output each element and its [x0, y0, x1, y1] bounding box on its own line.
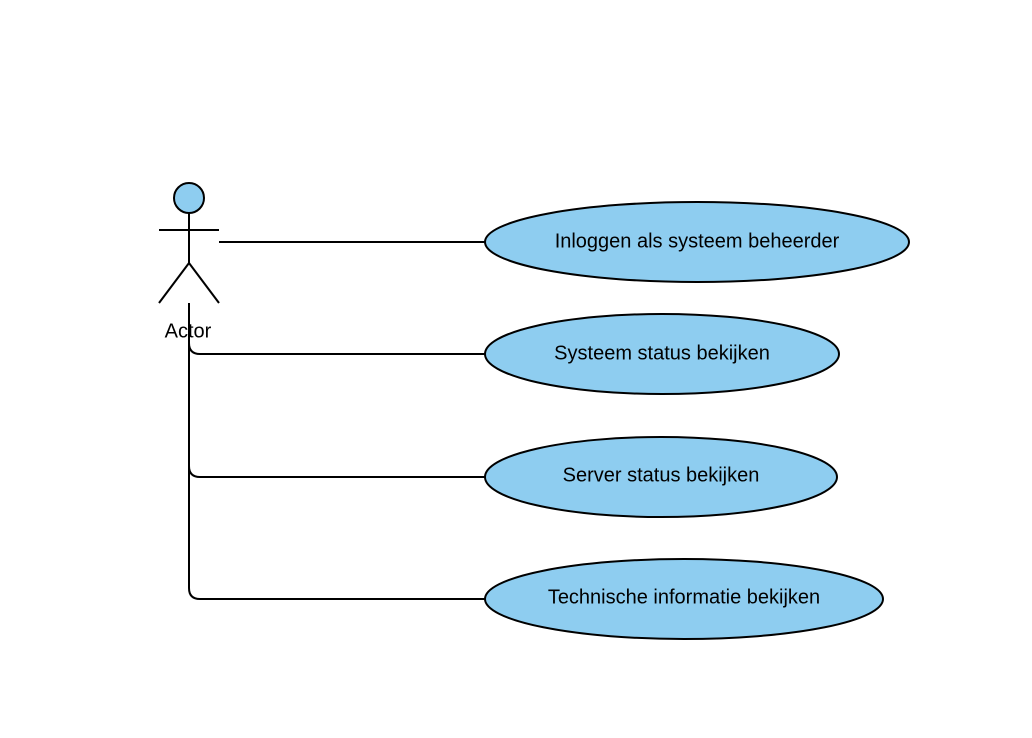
use-case-label-server-status: Server status bekijken [562, 464, 760, 487]
connector-server-status [188, 303, 486, 478]
use-cases [484, 201, 910, 640]
actor-label: Actor [164, 320, 212, 343]
actor-figure[interactable] [158, 182, 220, 304]
actor-head [173, 182, 205, 214]
use-case-server-status[interactable] [484, 436, 838, 518]
use-case-login[interactable] [484, 201, 910, 283]
connector-systeem-status [188, 303, 486, 355]
use-case-label-systeem-status: Systeem status bekijken [554, 342, 770, 365]
connectors [188, 241, 486, 600]
use-case-label-login: Inloggen als systeem beheerder [554, 230, 840, 253]
use-case-label-technische-informatie: Technische informatie bekijken [547, 586, 821, 609]
use-case-systeem-status[interactable] [484, 313, 840, 395]
actor-left-leg [158, 262, 190, 304]
use-case-technische-informatie[interactable] [484, 558, 884, 640]
connector-technische-informatie [188, 303, 486, 600]
actor-right-leg [188, 262, 220, 304]
